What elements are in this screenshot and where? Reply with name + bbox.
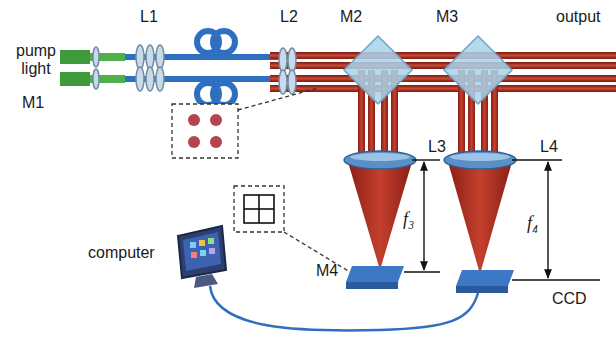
focused-beam xyxy=(348,70,512,274)
part-label: M4 xyxy=(316,262,338,280)
part-label: L1 xyxy=(140,8,158,26)
part-label: M3 xyxy=(436,8,458,26)
focal-length-label: f₄ xyxy=(526,214,539,234)
focal-length-label: f₃ xyxy=(402,210,415,230)
focal-length-dimension xyxy=(404,160,600,280)
lens-array xyxy=(93,45,296,94)
part-label: L2 xyxy=(280,8,298,26)
fiber-coil xyxy=(125,31,290,105)
quadrant-inset xyxy=(234,186,350,272)
part-label: M1 xyxy=(22,94,44,112)
data-cable xyxy=(210,286,478,331)
part-label: L4 xyxy=(540,138,558,156)
part-label: L3 xyxy=(428,138,446,156)
beam-splitter xyxy=(344,36,512,104)
source-label: pump light xyxy=(8,42,64,77)
device-label: computer xyxy=(88,244,155,262)
part-label: CCD xyxy=(552,290,587,308)
laser-beam xyxy=(270,52,616,92)
beam-profile-inset xyxy=(172,88,318,158)
computer-monitor xyxy=(178,226,226,288)
part-label: M2 xyxy=(340,8,362,26)
output-label: output xyxy=(556,8,600,26)
detector-plate xyxy=(346,266,514,293)
